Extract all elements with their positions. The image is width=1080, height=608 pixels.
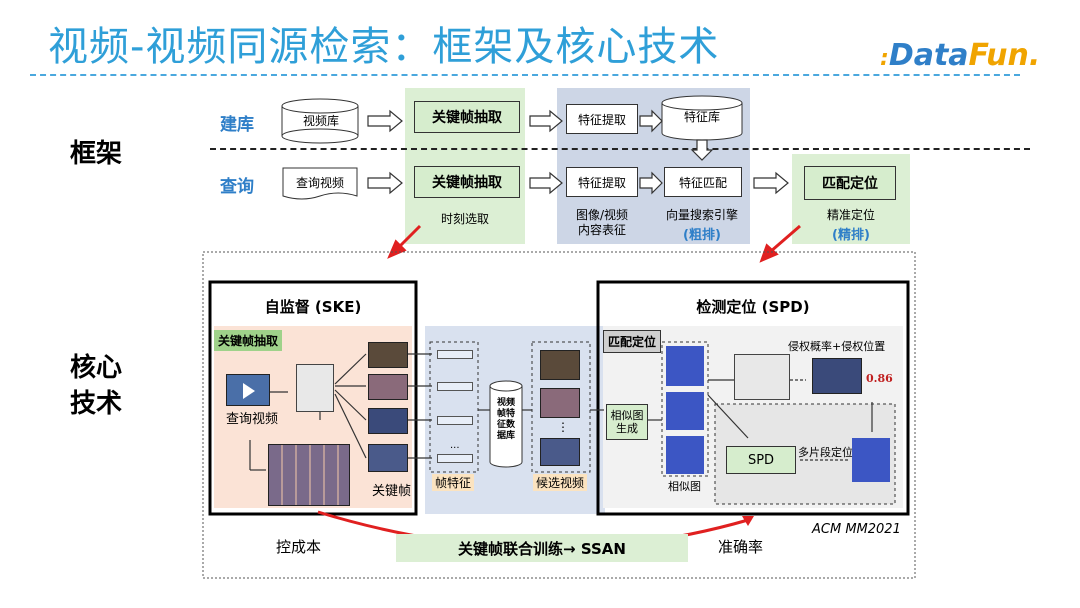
accuracy-label: 准确率 [718,538,764,556]
framework-separator [210,148,1030,150]
result-thumb [812,358,862,394]
feature-match: 特征匹配 [664,167,742,197]
feature-db-cylinder [661,95,743,141]
query-video-label: 查询视频 [295,176,344,190]
infringe-score: 0.86 [866,372,893,385]
caption-coarse: (粗排) [683,228,721,243]
spd-tag: 匹配定位 [603,330,662,353]
sim-map-2 [666,392,704,430]
caption-vector: 向量搜索引擎 [665,208,738,222]
sim-map-label: 相似图 [668,480,701,493]
frame-feature-label: 帧特征 [432,474,475,491]
frame-feature-1 [437,350,473,359]
candidate-vdots: ⋮ [557,420,569,434]
ske-query-video: 查询视频 [226,412,279,427]
play-icon [243,383,255,399]
video-db-label: 视频库 [302,114,339,128]
feature-db-label: 特征库 [683,110,720,124]
section-framework: 框架 [70,139,123,169]
title-divider [30,74,1020,76]
row-build: 建库 [220,115,254,135]
keyframe-4 [368,444,408,472]
infringe-label: 侵权概率+侵权位置 [788,340,886,353]
frame-db-cylinder [489,380,523,468]
section-core-tech: 核心 技术 [70,353,123,419]
ske-tag: 关键帧抽取 [214,330,283,351]
query-video-thumb [226,374,270,406]
frame-grid [268,444,350,506]
candidate-1 [540,350,580,380]
sim-map-1 [666,346,704,386]
caption-image: 图像/视频 内容表征 [575,208,629,237]
datafun-logo: :DataFun. [880,38,1040,73]
feature-extract-build: 特征提取 [566,104,638,134]
feature-extract-query: 特征提取 [566,167,638,197]
video-db-cylinder [281,98,359,144]
frame-feature-2 [437,382,473,391]
ske-keyframes: 关键帧 [372,484,412,499]
frame-feature-dots: ... [450,440,460,451]
frame-db-label: 视频 帧特 征数 据库 [496,398,515,441]
page-title: 视频-视频同源检索：框架及核心技术 [48,24,720,70]
multi-seg-map [852,438,890,482]
match-locate-box: 匹配定位 [804,166,896,200]
candidate-3 [540,438,580,466]
multi-seg-label: 多片段定位 [798,446,853,459]
spd-title: 检测定位 (SPD) [696,298,810,316]
keyframe-extract-query: 关键帧抽取 [414,166,520,198]
keyframe-1 [368,342,408,368]
frame-feature-4 [437,454,473,463]
ske-title: 自监督 (SKE) [264,298,362,316]
query-video-shape [282,167,358,200]
keyframe-3 [368,408,408,434]
joint-training: 关键帧联合训练→ SSAN [396,534,688,562]
cnn-icon [296,364,334,412]
sim-map-3 [666,436,704,474]
caption-precise: 精准定位 [826,208,875,222]
row-query: 查询 [220,177,254,197]
logo-suffix: Fun. [968,38,1041,73]
frame-feature-3 [437,416,473,425]
logo-main: Data [888,38,969,73]
classifier-icon [734,354,790,400]
caption-time: 时刻选取 [440,212,489,226]
spd-box: SPD [726,446,796,474]
cost-label: 控成本 [276,538,322,556]
keyframe-2 [368,374,408,400]
candidate-2 [540,388,580,418]
keyframe-extract-build: 关键帧抽取 [414,101,520,133]
logo-dots: : [880,46,889,71]
sim-gen-box: 相似图 生成 [606,404,648,440]
caption-fine: (精排) [832,228,870,243]
candidate-label: 候选视频 [533,474,588,491]
venue-label: ACM MM2021 [812,522,901,537]
